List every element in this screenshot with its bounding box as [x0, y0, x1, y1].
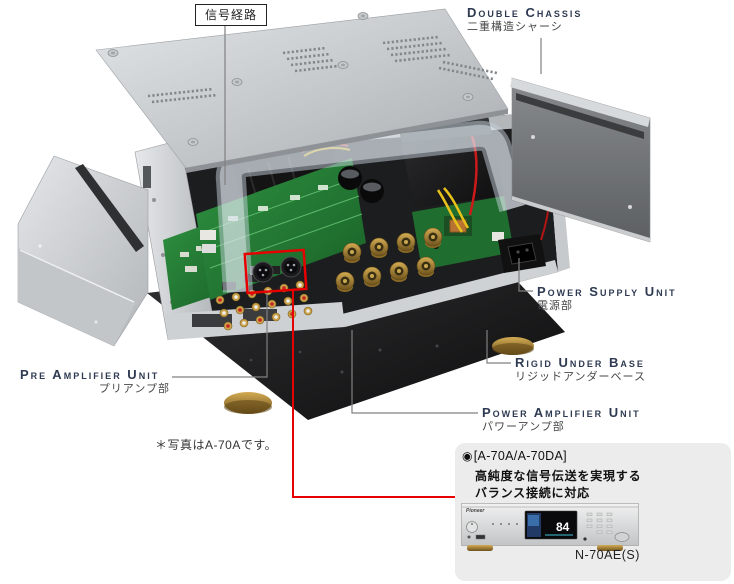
callout-description-line2: バランス接続に対応 [475, 486, 590, 500]
label-pre-amplifier-unit-en: Pre Amplifier Unit [20, 367, 160, 382]
balanced-connection-callout: ◉[A-70A/A-70DA] 高純度な信号伝送を実現する バランス接続に対応 … [455, 443, 731, 581]
headphone-jack [583, 537, 587, 541]
right-side-panel [510, 77, 651, 243]
xlr-connectors [250, 256, 302, 283]
front-display: 84 [524, 510, 578, 540]
label-double-chassis-en: Double Chassis [467, 5, 583, 20]
label-power-amplifier-unit: Power Amplifier Unit パワーアンプ部 [482, 406, 641, 434]
label-power-supply-unit-jp: 電源部 [537, 300, 573, 312]
label-pre-amplifier-unit-jp: プリアンプ部 [98, 383, 170, 395]
usb-port [475, 534, 486, 540]
n70ae-product-image: Pioneer 84 [461, 503, 639, 551]
signal-path-overlay [215, 120, 529, 293]
left-side-panel [17, 155, 149, 347]
vent-slots [147, 35, 498, 104]
label-power-amplifier-unit-jp: パワーアンプ部 [482, 421, 565, 433]
leader-lines [172, 26, 542, 414]
photo-note: ＊写真はA-70Aです。 [155, 438, 278, 452]
brand-logo: Pioneer [466, 508, 485, 514]
volume-knob [614, 532, 630, 542]
display-number: 84 [556, 520, 570, 534]
label-power-amplifier-unit-en: Power Amplifier Unit [482, 405, 641, 420]
power-button [467, 535, 471, 539]
plate-screws [107, 12, 474, 146]
label-power-supply-unit: Power Supply Unit 電源部 [537, 285, 677, 313]
callout-description-line1: 高純度な信号伝送を実現する [475, 469, 642, 483]
control-buttons [586, 512, 613, 534]
signal-path-tag: 信号経路 [195, 4, 267, 26]
product-model-label: N-70AE(S) [575, 548, 640, 562]
input-knob [466, 521, 478, 533]
label-power-supply-unit-en: Power Supply Unit [537, 284, 677, 299]
speaker-terminals [335, 227, 443, 292]
label-double-chassis-jp: 二重構造シャーシ [467, 21, 563, 33]
product-foot-right [597, 545, 623, 551]
capacitors [338, 166, 384, 203]
callout-model-text: [A-70A/A-70DA] [473, 449, 567, 463]
rca-jacks [215, 280, 313, 331]
callout-model-heading: ◉[A-70A/A-70DA] [462, 449, 567, 463]
fisheye-bullet-icon: ◉ [462, 449, 473, 463]
top-cover-plate [95, 8, 509, 173]
label-rigid-under-base: Rigid Under Base リジッドアンダーベース [515, 356, 646, 384]
label-rigid-under-base-en: Rigid Under Base [515, 355, 645, 370]
product-foot-left [467, 545, 493, 551]
ac-inlet [498, 234, 546, 273]
label-pre-amplifier-unit: Pre Amplifier Unit プリアンプ部 [20, 368, 170, 396]
balanced-connection-highlight [243, 248, 455, 498]
label-double-chassis: Double Chassis 二重構造シャーシ [467, 6, 582, 34]
label-rigid-under-base-jp: リジッドアンダーベース [515, 371, 647, 383]
